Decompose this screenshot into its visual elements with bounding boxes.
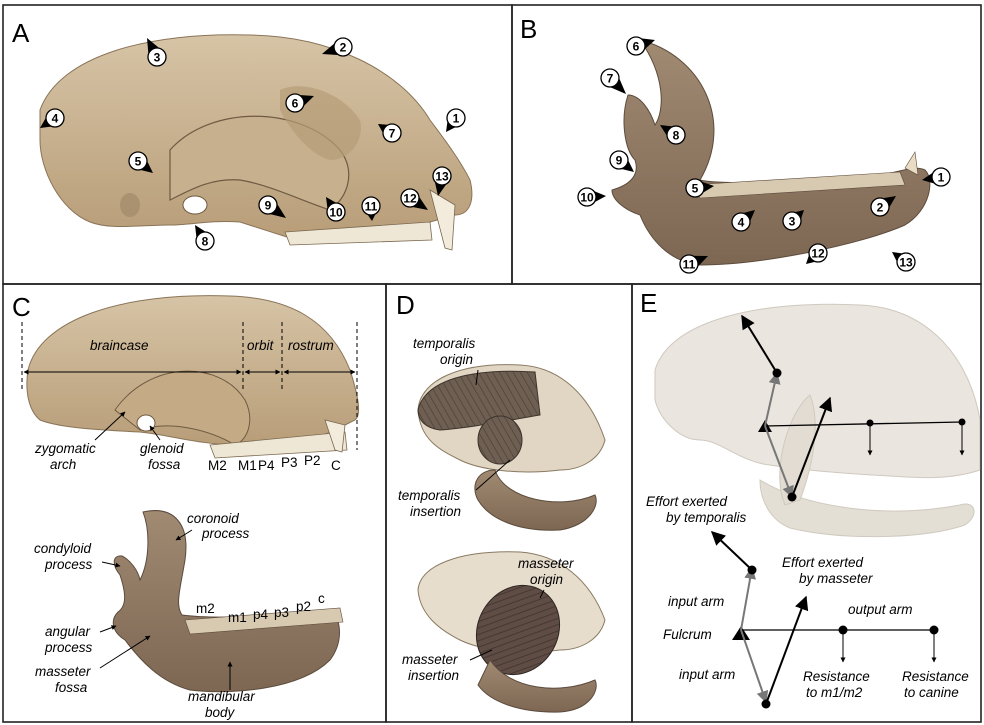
panel-b-label: B [520,14,537,44]
svg-text:1: 1 [453,111,460,125]
label-glenoid: glenoid [140,441,184,456]
tooth-C: C [331,458,341,473]
label-masseter: masseter [35,664,91,679]
svg-text:3: 3 [154,50,161,64]
svg-text:7: 7 [389,126,396,140]
label-braincase: braincase [90,338,149,353]
svg-text:2: 2 [340,40,347,54]
label-coronoid-process: process [201,526,250,541]
label-temporalis-origin-1: temporalis [413,336,476,351]
label-masseter-origin-2: origin [530,572,563,587]
panel-b: B [520,14,930,265]
tooth-p3: p3 [274,605,289,620]
marker-B-13: 13 [892,252,915,271]
svg-text:6: 6 [633,39,640,53]
label-masseter-insertion-2: insertion [408,668,459,683]
svg-text:11: 11 [365,199,378,213]
svg-text:8: 8 [673,128,680,142]
label-rostrum: rostrum [288,338,334,353]
panel-d: D temporalis origin temporalis insertion… [396,290,605,712]
svg-text:9: 9 [265,198,272,212]
panel-a-label: A [12,18,30,48]
svg-text:12: 12 [403,191,417,205]
panel-e-label: E [640,288,657,318]
tooth-P3: P3 [281,455,298,470]
svg-text:11: 11 [683,257,696,271]
label-temporalis-insertion-1: temporalis [398,488,461,503]
label-effort-masseter-1: Effort exerted [782,555,864,570]
svg-text:5: 5 [692,181,699,195]
tooth-p2: p2 [296,599,311,614]
svg-text:1: 1 [938,170,945,184]
svg-text:4: 4 [52,111,59,125]
label-zygomatic: zygomatic [34,441,96,456]
panel-c: C braincase orbit rostrum zygomatic [12,292,359,720]
angular-pointer [100,626,116,632]
panel-d-label: D [396,290,415,320]
label-input-arm-top: input arm [668,594,724,609]
label-effort-temporalis-1: Effort exerted [646,494,728,509]
svg-text:10: 10 [329,205,343,219]
tooth-M1: M1 [238,458,257,473]
svg-text:3: 3 [789,214,796,228]
svg-text:6: 6 [292,96,299,110]
marker-A-8: 8 [195,225,214,250]
tooth-m2: m2 [196,601,215,616]
label-arch: arch [50,457,76,472]
panel-d-masseter-image [418,552,605,712]
tooth-c: c [318,591,325,606]
panel-c-skull-image [27,296,359,458]
panel-a: A [12,18,472,250]
label-resistance-molar-2: to m1/m2 [806,685,863,700]
svg-text:2: 2 [877,200,884,214]
label-resistance-canine-2: to canine [904,685,959,700]
label-masseter-fossa: fossa [55,680,88,695]
svg-text:9: 9 [616,153,623,167]
marker-A-1: 1 [446,109,465,132]
label-masseter-insertion-1: masseter [402,652,458,667]
label-condyloid-process: process [44,557,93,572]
label-body: body [205,705,236,720]
marker-B-7: 7 [601,69,626,94]
svg-text:7: 7 [607,71,614,85]
label-fulcrum: Fulcrum [663,627,712,642]
svg-text:10: 10 [580,190,594,204]
svg-text:13: 13 [435,169,449,183]
svg-text:5: 5 [135,154,142,168]
label-mandibular: mandibular [188,689,255,704]
label-effort-masseter-2: by masseter [799,571,873,586]
tooth-p4: p4 [253,607,269,622]
label-condyloid: condyloid [34,541,92,556]
svg-text:4: 4 [738,215,745,229]
label-angular: angular [45,624,91,639]
tooth-M2: M2 [208,458,227,473]
label-fossa: fossa [148,457,181,472]
panel-a-skull-image [40,35,472,250]
tooth-m1: m1 [228,610,247,625]
label-coronoid: coronoid [187,511,239,526]
panel-c-label: C [12,292,31,322]
svg-text:8: 8 [202,234,209,248]
panel-b-mandible-image [612,40,930,265]
marker-B-10: 10 [578,188,606,206]
label-angular-process: process [44,640,93,655]
label-orbit: orbit [247,338,275,353]
tooth-P2: P2 [304,453,321,468]
label-temporalis-origin-2: origin [440,352,473,367]
svg-text:12: 12 [811,246,825,260]
tooth-P4: P4 [258,458,275,473]
label-masseter-origin-1: masseter [518,556,574,571]
label-temporalis-insertion-2: insertion [410,504,461,519]
label-input-arm-bottom: input arm [679,667,735,682]
panel-e: E [640,288,980,709]
label-output-arm: output arm [848,602,913,617]
svg-text:13: 13 [899,255,913,269]
label-resistance-molar-1: Resistance [803,669,870,684]
label-effort-temporalis-2: by temporalis [666,510,747,525]
label-resistance-canine-1: Resistance [902,669,969,684]
